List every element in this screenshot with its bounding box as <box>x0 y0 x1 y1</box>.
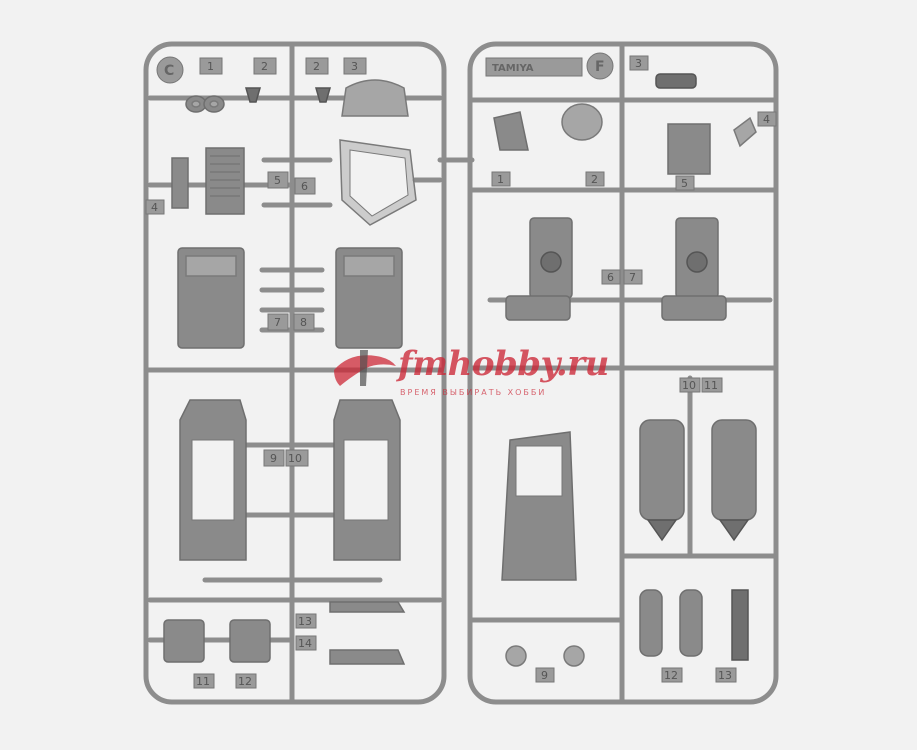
part-f8-body <box>501 431 577 581</box>
part-f10-cylinder <box>639 419 685 542</box>
svg-text:11: 11 <box>704 379 718 392</box>
svg-text:13: 13 <box>718 669 732 682</box>
part-f6-engine-half <box>505 217 573 321</box>
svg-text:10: 10 <box>682 379 696 392</box>
svg-text:12: 12 <box>238 675 252 688</box>
part-f5 <box>667 123 711 175</box>
svg-text:6: 6 <box>301 180 308 193</box>
svg-text:3: 3 <box>351 60 358 73</box>
svg-text:9: 9 <box>270 452 277 465</box>
part-f7-engine-half <box>661 217 727 321</box>
svg-text:5: 5 <box>274 174 281 187</box>
svg-text:1: 1 <box>207 60 214 73</box>
part-c13 <box>329 601 406 613</box>
svg-text:2: 2 <box>313 60 320 73</box>
sprue-letter-tag-f <box>586 52 614 80</box>
svg-text:9: 9 <box>541 669 548 682</box>
part-c14 <box>329 649 406 665</box>
svg-text:12: 12 <box>664 669 678 682</box>
svg-text:13: 13 <box>298 615 312 628</box>
part-c9-shell <box>179 399 247 561</box>
part-f12-b <box>679 589 703 657</box>
part-c8-block <box>335 247 403 349</box>
svg-text:4: 4 <box>151 201 158 214</box>
svg-text:3: 3 <box>635 57 642 70</box>
part-f11-cylinder <box>711 419 757 542</box>
part-f12-a <box>639 589 663 657</box>
part-c4 <box>171 157 189 209</box>
svg-text:7: 7 <box>274 316 281 329</box>
svg-text:11: 11 <box>196 675 210 688</box>
svg-text:1: 1 <box>497 173 504 186</box>
svg-text:7: 7 <box>629 271 636 284</box>
svg-text:2: 2 <box>591 173 598 186</box>
left-sprue-frame <box>143 41 447 705</box>
svg-text:4: 4 <box>763 113 770 126</box>
svg-text:10: 10 <box>288 452 302 465</box>
part-f9-b <box>563 645 585 667</box>
left-sprue: C 1 2 2 3 4 <box>143 41 447 705</box>
part-c7-block <box>177 247 245 349</box>
part-c2-right <box>315 87 331 103</box>
part-f4 <box>733 116 757 148</box>
right-sprue: TAMIYA F 1 2 3 5 4 <box>437 41 779 705</box>
part-c12 <box>229 619 271 663</box>
part-c11 <box>163 619 205 663</box>
svg-text:5: 5 <box>681 177 688 190</box>
sprue-letter-tag-c <box>156 56 184 84</box>
part-f9-a <box>505 645 527 667</box>
part-c1-rings <box>185 95 225 113</box>
svg-text:14: 14 <box>298 637 312 650</box>
part-f1 <box>493 111 529 151</box>
svg-text:8: 8 <box>300 316 307 329</box>
part-f2 <box>561 103 603 141</box>
part-c2-left <box>245 87 261 103</box>
brand-plate <box>485 57 583 77</box>
sprue-letter-f: F <box>595 59 605 75</box>
svg-text:2: 2 <box>261 60 268 73</box>
brand-text: TAMIYA <box>492 63 534 74</box>
part-c5-radiator <box>205 147 245 215</box>
part-c3-shield <box>341 79 409 117</box>
sprue-letter-c: C <box>164 63 174 79</box>
part-f13 <box>731 589 749 661</box>
part-c10-shell <box>333 399 401 561</box>
part-f3 <box>655 73 697 89</box>
svg-text:6: 6 <box>607 271 614 284</box>
